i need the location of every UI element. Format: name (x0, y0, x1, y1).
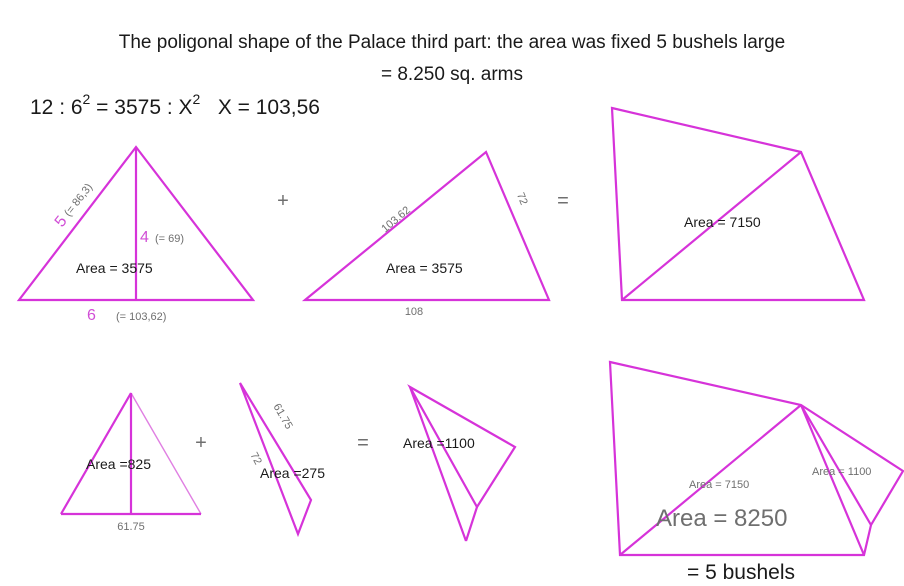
formula-part-c: X = 103,56 (200, 96, 320, 119)
row1-tri2-side-right: 72 (514, 191, 530, 207)
row2-tri2-area: Area =275 (260, 465, 325, 481)
formula-part-b: = 3575 : X (90, 96, 192, 119)
formula-exp-2: 2 (193, 91, 201, 107)
row2-tri1-left-side (60, 392, 132, 515)
row2-triangle-2: 61.75 72 Area =275 (238, 382, 325, 538)
row1-tri1-side-label: 5 (= 86,3) (52, 181, 95, 230)
row2-tri2-outline (238, 382, 313, 538)
row1-tri1-height-value: 4 (140, 229, 149, 246)
final-diagonal (619, 404, 802, 556)
formula: 12 : 62 = 3575 : X2 X = 103,56 (30, 91, 320, 119)
final-area-left: Area = 7150 (689, 479, 749, 491)
row1-quadrilateral: Area = 7150 (610, 106, 866, 302)
row1-tri2-side-left: 103.62 (379, 204, 412, 235)
row1-triangle-1: 5 (= 86,3) 4 (= 69) Area = 3575 6 (= 103… (16, 145, 256, 324)
row2-tri3-outline (407, 384, 517, 510)
row2-tri1-right-side (130, 392, 202, 515)
row1-quad-outline (610, 106, 866, 302)
row1-triangle-2: 103.62 72 Area = 3575 108 (301, 150, 551, 318)
row1-plus-sign: + (277, 190, 289, 212)
row1-tri1-area: Area = 3575 (76, 260, 153, 276)
row2-tri3-area: Area =1100 (403, 435, 475, 451)
row2-equals-sign: = (357, 432, 369, 454)
row1-tri1-base-note: (= 103,62) (116, 311, 166, 323)
title-line-1: The poligonal shape of the Palace third … (119, 32, 785, 53)
row1-tri1-height-note: (= 69) (155, 233, 184, 245)
row1-tri2-base: 108 (405, 306, 423, 318)
title-line-2: = 8.250 sq. arms (381, 64, 523, 85)
row2-tri2-side-a: 61.75 (271, 402, 295, 432)
row1-equals-sign: = (557, 190, 569, 212)
row1-tri1-side-note: (= 86,3) (62, 181, 95, 219)
row1-tri1-base-value: 6 (87, 307, 96, 324)
row2-tri1-base: 61.75 (117, 521, 145, 533)
row2-tri3-inner-b (464, 506, 479, 542)
row2-triangle-3: Area =1100 (403, 384, 517, 542)
formula-part-a: 12 : 6 (30, 96, 83, 119)
row2-final-polygon: Area = 7150 Area = 1100 Area = 8250 (608, 360, 904, 557)
final-area-right: Area = 1100 (812, 466, 871, 478)
formula-exp-1: 2 (83, 91, 91, 107)
row2-tri3-inner-a (408, 386, 468, 542)
row1-quad-area: Area = 7150 (684, 214, 761, 230)
row2-plus-sign: + (195, 432, 207, 454)
row1-tri2-outline (301, 150, 551, 302)
row2-tri1-area: Area =825 (86, 456, 151, 472)
final-caption: = 5 bushels (687, 561, 795, 584)
row1-tri2-area: Area = 3575 (386, 260, 463, 276)
row2-triangle-1: Area =825 61.75 (60, 392, 202, 533)
row1-quad-diagonal (621, 151, 802, 301)
row2-tri2-side-b: 72 (247, 450, 263, 466)
final-inner-b (799, 404, 866, 556)
final-inner-a (800, 404, 872, 526)
final-area-total: Area = 8250 (656, 505, 787, 532)
